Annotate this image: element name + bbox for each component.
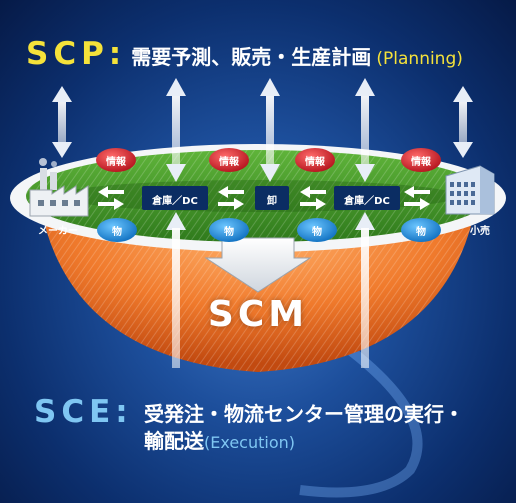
scp-english: (Planning) [376,49,463,69]
sce-description-line2: 輸配送 [144,429,204,453]
wholesale-box [255,186,289,210]
info-pills [96,148,441,172]
factory-icon [29,158,89,217]
maker-label: メーカー [38,226,78,237]
info-pill [401,148,441,172]
warehouse-left-box [142,186,208,210]
scp-description: 需要予測、販売・生産計画 [131,45,372,69]
sce-title: SCE: 受発注・物流センター管理の実行・ 輸配送(Execution) [34,394,464,453]
scp-abbr: SCP: [26,36,127,72]
warehouse-left-label: 倉庫／DC [152,196,198,207]
execution-arrows [166,212,375,368]
info-pill-label: 情報 [106,157,126,168]
goods-pills [97,218,441,242]
goods-pill [297,218,337,242]
wholesale-label: 卸 [267,196,277,207]
info-pill-label: 情報 [219,157,239,168]
goods-pill [209,218,249,242]
goods-pill-label: 物 [112,227,122,238]
info-pill [96,148,136,172]
retail-label: 小売 [470,226,490,237]
sce-description-line1: 受発注・物流センター管理の実行・ [144,402,464,426]
goods-pill [97,218,137,242]
info-pill-label: 情報 [305,157,325,168]
down-arrow-icon [204,237,312,293]
warehouse-right-label: 倉庫／DC [344,196,390,207]
goods-pill-label: 物 [224,227,234,238]
info-pill [209,148,249,172]
goods-pill-label: 物 [416,227,426,238]
light-swirl [299,346,423,498]
goods-pill-label: 物 [312,227,322,238]
planning-arrows [52,78,473,182]
sce-abbr: SCE: [34,394,133,430]
scm-label: SCM [207,294,309,335]
sce-english: (Execution) [204,433,295,452]
store-building-icon [445,165,495,215]
goods-pill [401,218,441,242]
scp-title: SCP: 需要予測、販売・生産計画 (Planning) [26,36,463,72]
info-pill [295,148,335,172]
info-pill-label: 情報 [411,157,431,168]
warehouse-right-box [334,186,400,210]
flow-arrows [98,186,430,210]
